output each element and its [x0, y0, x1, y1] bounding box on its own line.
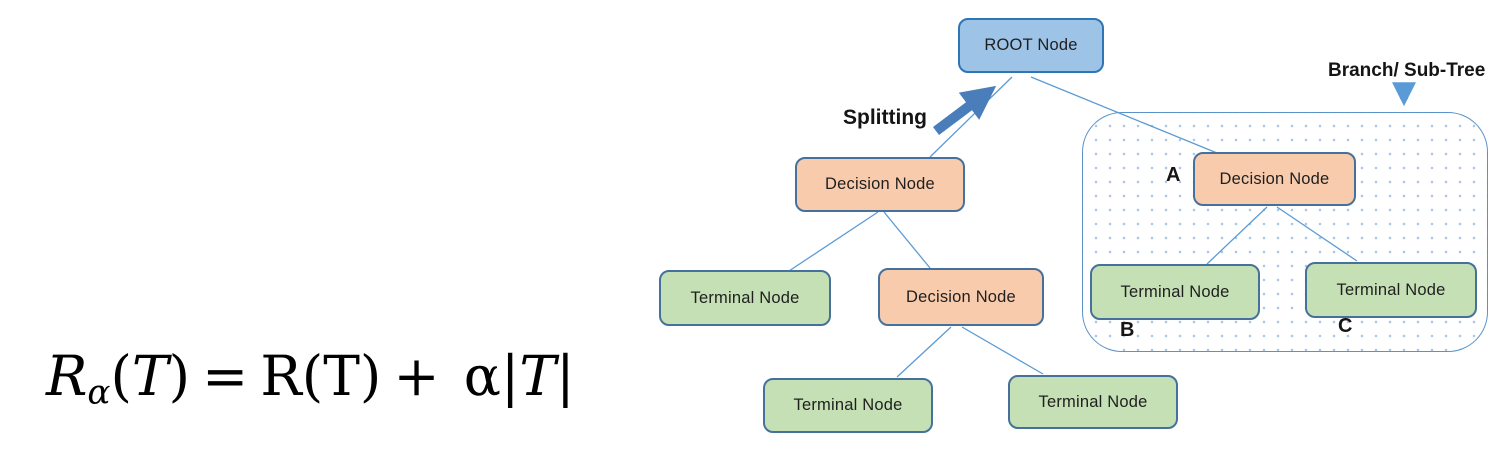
edge-decision2-terminal-bl [896, 326, 952, 378]
formula-close-paren: ) [168, 344, 191, 408]
formula-arg-T: T [131, 344, 169, 408]
root-node: ROOT Node [958, 18, 1104, 73]
edge-subtree-decision-terminal-c [1276, 206, 1358, 262]
subtree-decision-node-label: Decision Node [1219, 169, 1330, 188]
formula-bar-close: | [556, 344, 575, 408]
splitting-label: Splitting [843, 106, 927, 129]
formula-open-paren: ( [110, 344, 132, 408]
subtree-terminal-node-c: Terminal Node [1305, 262, 1477, 318]
subtree-terminal-node-b: Terminal Node [1090, 264, 1260, 320]
edge-decision1-terminal-left [788, 211, 879, 272]
edge-subtree-decision-terminal-b [1206, 206, 1268, 265]
edge-decision2-terminal-br [961, 326, 1044, 375]
formula-plus: + [393, 344, 440, 408]
edge-lines [788, 76, 1358, 378]
root-node-label: ROOT Node [984, 36, 1078, 54]
formula-bar-open: | [500, 344, 520, 408]
subtree-tag-a: A [1166, 164, 1181, 186]
terminal-node-left-label: Terminal Node [690, 288, 800, 307]
formula-rhs-T: T [519, 344, 557, 408]
decision-node-1-label: Decision Node [825, 175, 935, 193]
edge-decision1-decision2 [883, 211, 931, 269]
decision-node-2: Decision Node [878, 268, 1044, 326]
subtree-terminal-node-c-label: Terminal Node [1336, 280, 1446, 299]
edge-root-decision1 [929, 76, 1013, 158]
formula-base: R [46, 344, 88, 408]
terminal-node-bottom-left: Terminal Node [763, 378, 933, 433]
terminal-node-bottom-right-label: Terminal Node [1038, 392, 1148, 411]
subtree-tag-c: C [1338, 315, 1353, 337]
branch-subtree-label: Branch/ Sub-Tree [1328, 60, 1486, 81]
decision-node-1: Decision Node [795, 157, 965, 212]
formula-rhs-term: R(T) [260, 344, 382, 408]
formula-subscript-alpha: α [87, 372, 111, 413]
terminal-node-left: Terminal Node [659, 270, 831, 326]
decision-node-2-label: Decision Node [906, 287, 1016, 306]
splitting-arrow-icon [933, 85, 997, 135]
formula-alpha: α [463, 344, 501, 408]
terminal-node-bottom-right: Terminal Node [1008, 375, 1178, 429]
cost-complexity-formula: Rα(T)=R(T)+α|T| [46, 344, 575, 410]
terminal-node-bottom-left-label: Terminal Node [793, 396, 903, 414]
formula-equals: = [202, 344, 249, 408]
subtree-decision-node: Decision Node [1193, 152, 1356, 206]
subtree-terminal-node-b-label: Terminal Node [1120, 282, 1230, 301]
edge-root-subtree-decision [1030, 76, 1218, 154]
subtree-tag-b: B [1120, 319, 1135, 341]
